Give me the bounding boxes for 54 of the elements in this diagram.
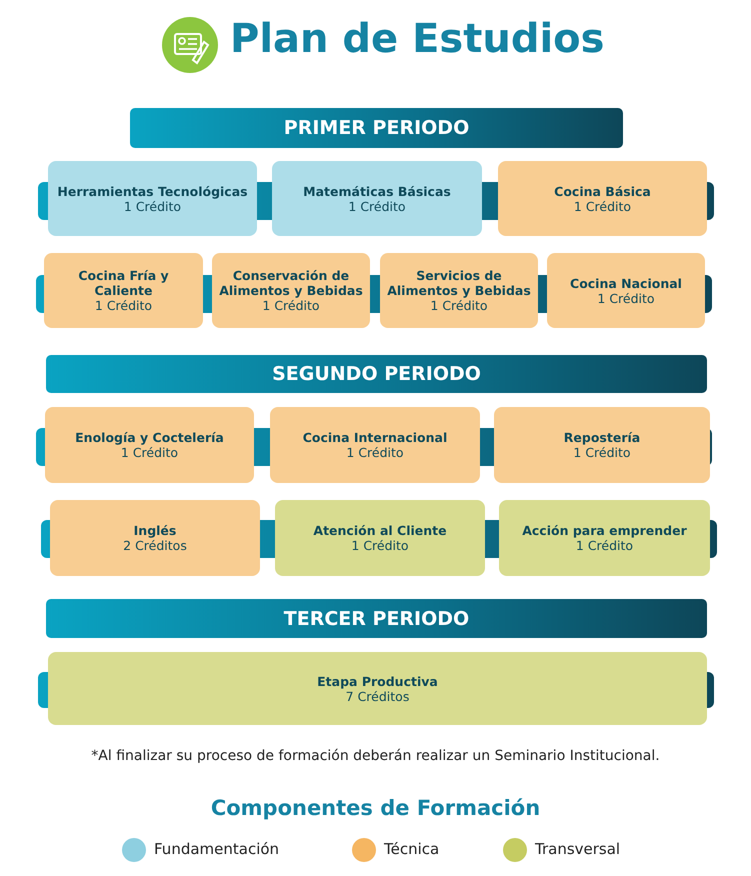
footnote: *Al finalizar su proceso de formación deberán realizar un Seminario Institucional. (90, 748, 661, 764)
credit-count: 1 Crédito (346, 445, 404, 460)
course-card (44, 253, 203, 328)
course-card (212, 253, 370, 328)
credit-count: 2 Créditos (123, 538, 187, 553)
credit-count: 1 Crédito (597, 290, 655, 306)
course-card (50, 500, 260, 576)
course-name: Inglés (134, 523, 176, 538)
period-title: PRIMER PERIODO (284, 117, 470, 139)
course-name: Servicios de Alimentos y Bebidas (386, 268, 532, 298)
course-name: Enología y Coctelería (75, 430, 224, 445)
credit-count: 1 Crédito (573, 445, 631, 460)
credit-count: 1 Crédito (94, 298, 152, 313)
course-card (499, 500, 710, 576)
credit-count: 1 Crédito (430, 298, 488, 313)
credit-count: 1 Crédito (574, 198, 632, 214)
period-banner (130, 108, 623, 148)
course-card (48, 652, 707, 725)
legend-label: Técnica (384, 840, 440, 858)
legend-label: Transversal (535, 840, 620, 858)
period-banner (46, 599, 707, 638)
credit-count: 1 Crédito (262, 298, 320, 313)
course-name: Cocina Fría y Caliente (77, 268, 170, 298)
credit-count: 1 Crédito (120, 445, 178, 460)
course-card (494, 407, 710, 483)
course-name: Cocina Internacional (302, 430, 448, 445)
course-name: Cocina Nacional (570, 276, 682, 290)
course-name: Matemáticas Básicas (303, 184, 451, 198)
legend-title: Componentes de Formación (210, 796, 542, 820)
course-card (270, 407, 480, 483)
period-title: TERCER PERIODO (284, 608, 470, 630)
course-name: Atención al Cliente (313, 523, 447, 538)
course-card (547, 253, 705, 328)
course-name: Etapa Productiva (317, 674, 438, 688)
legend-label: Fundamentación (154, 840, 280, 858)
course-name: Repostería (564, 430, 640, 445)
credit-count: 1 Crédito (576, 538, 634, 553)
course-name: Acción para emprender (522, 523, 687, 538)
credit-count: 1 Crédito (124, 198, 182, 214)
period-title: SEGUNDO PERIODO (272, 363, 481, 385)
course-card (380, 253, 538, 328)
credit-count: 7 Créditos (346, 688, 410, 704)
credit-count: 1 Crédito (351, 538, 409, 553)
credit-count: 1 Crédito (348, 198, 406, 214)
course-card (48, 161, 257, 236)
course-name: Cocina Básica (554, 184, 651, 198)
course-card (45, 407, 254, 483)
course-name: Herramientas Tecnológicas (57, 184, 248, 198)
course-card (272, 161, 482, 236)
course-name: Conservación de Alimentos y Bebidas (218, 268, 364, 298)
period-banner (46, 355, 707, 393)
page-title: Plan de Estudios (230, 16, 604, 62)
course-card (275, 500, 485, 576)
course-card (498, 161, 707, 236)
